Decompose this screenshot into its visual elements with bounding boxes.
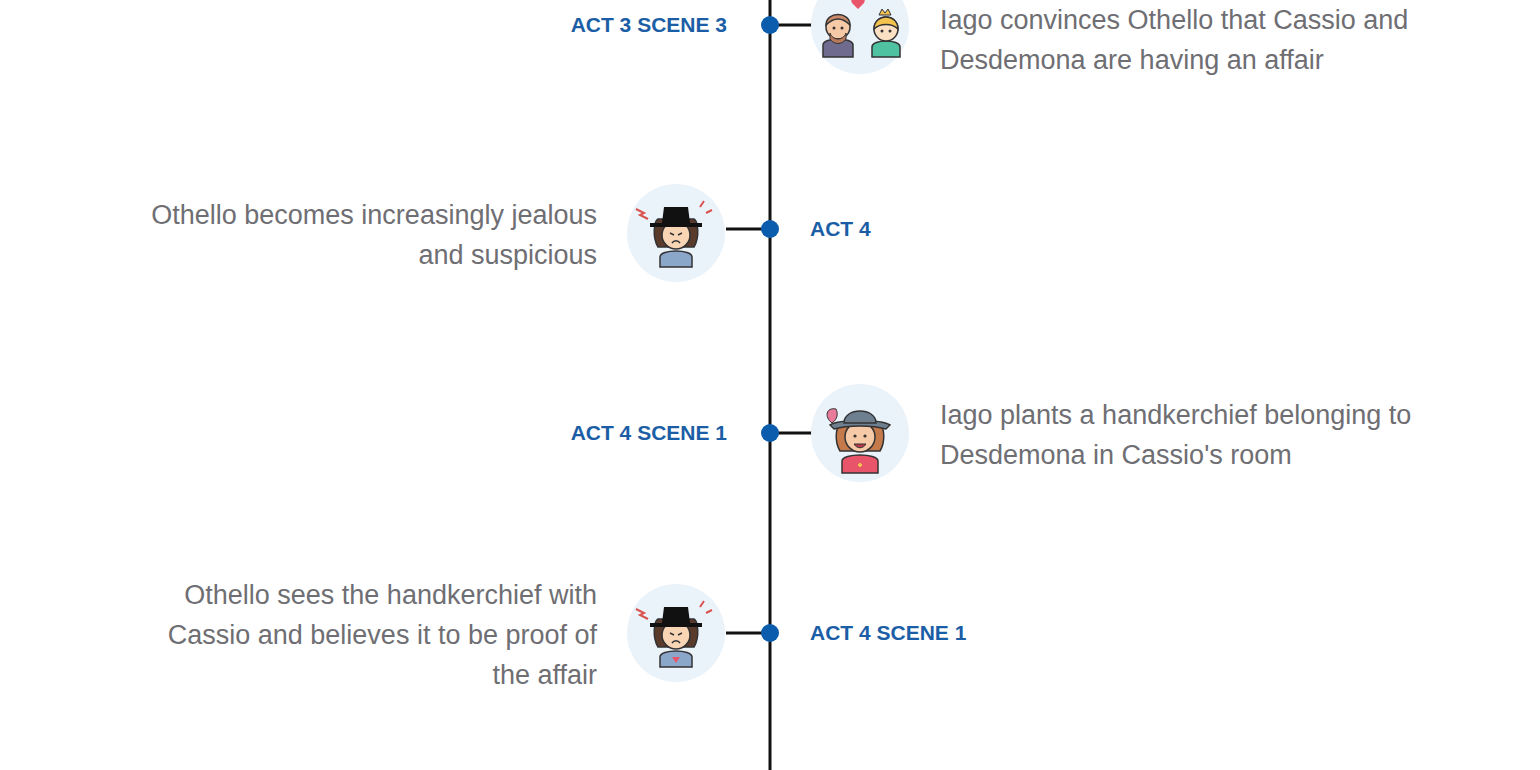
timeline-dot — [761, 624, 779, 642]
event-description: Othello sees the handkerchief with Cassi… — [142, 575, 597, 695]
event-description: Iago plants a handkerchief belonging to … — [940, 395, 1440, 475]
act-label: ACT 4 — [810, 216, 1010, 242]
timeline-spine — [769, 0, 772, 770]
character-icon — [811, 0, 909, 74]
character-icon — [627, 184, 725, 282]
event-description: Othello becomes increasingly jealous and… — [142, 195, 597, 275]
timeline-dot — [761, 424, 779, 442]
event-description: Iago convinces Othello that Cassio and D… — [940, 0, 1495, 80]
character-icon — [627, 584, 725, 682]
act-label: ACT 4 SCENE 1 — [467, 420, 727, 446]
act-label: ACT 3 SCENE 3 — [467, 12, 727, 38]
timeline-dot — [761, 16, 779, 34]
timeline-dot — [761, 220, 779, 238]
act-label: ACT 4 SCENE 1 — [810, 620, 1070, 646]
character-icon — [811, 384, 909, 482]
